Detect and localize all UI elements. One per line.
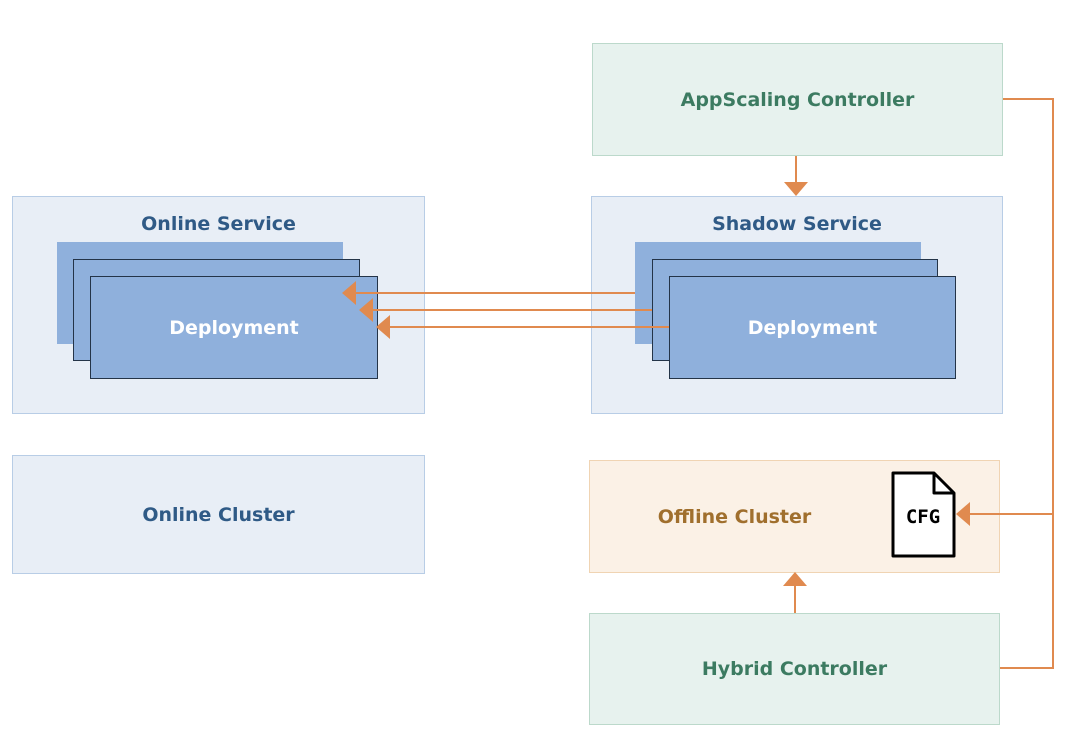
connector-controllers-to-config — [956, 98, 1054, 669]
online-deployment-card[interactable]: Deployment — [90, 276, 378, 379]
arrow-shadow-to-online-1 — [342, 281, 635, 305]
hybrid-controller-label: Hybrid Controller — [701, 658, 888, 680]
online-cluster-label: Online Cluster — [142, 503, 295, 526]
shadow-deployment-card[interactable]: Deployment — [669, 276, 956, 379]
arrow-shadow-to-online-2 — [359, 298, 652, 322]
arrow-appscaling-to-shadow — [784, 156, 808, 196]
arrow-hybrid-to-offline — [783, 572, 807, 613]
hybrid-controller-box[interactable]: Hybrid Controller — [589, 613, 1000, 725]
online-deployment-label: Deployment — [169, 316, 299, 339]
appscaling-controller-box[interactable]: AppScaling Controller — [592, 43, 1003, 156]
online-service-title: Online Service — [141, 213, 296, 235]
appscaling-controller-label: AppScaling Controller — [680, 88, 915, 111]
shadow-service-title: Shadow Service — [712, 213, 882, 235]
online-cluster-box: Online Cluster — [12, 455, 425, 574]
config-file-icon[interactable]: CFG — [891, 471, 956, 558]
arrow-shadow-to-online-3 — [376, 315, 669, 339]
shadow-deployment-label: Deployment — [747, 316, 878, 339]
config-file-label: CFG — [906, 506, 940, 528]
offline-cluster-label: Offline Cluster — [657, 505, 812, 528]
